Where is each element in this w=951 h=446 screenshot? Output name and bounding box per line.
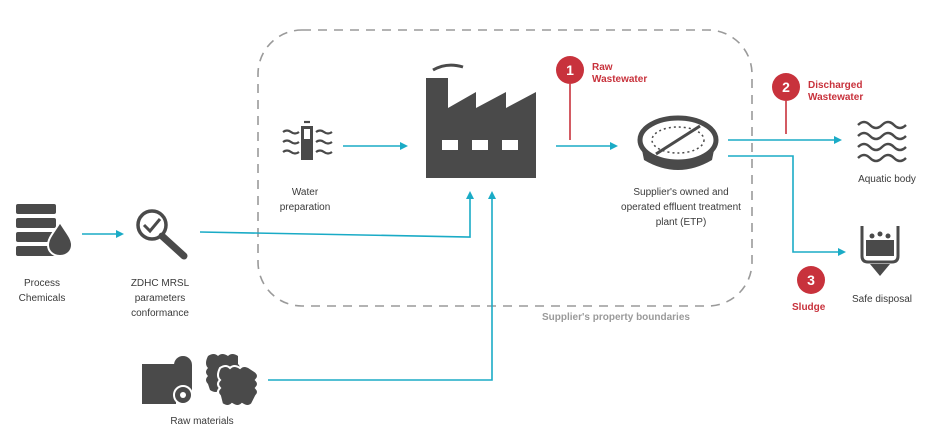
fabric-swatch-icon [206,354,259,407]
zdhc-label: ZDHC MRSL parameters conformance [130,278,190,319]
boundary-label: Supplier's property boundaries [542,312,690,323]
waves-icon [857,120,907,163]
water-filter-icon [282,120,333,160]
etp-label: Supplier's owned and operated effluent t… [621,187,741,228]
stage-3-label: Sludge [792,302,826,313]
aquatic-body-label: Aquatic body [858,174,916,185]
arrow-raw-materials-to-factory [268,191,496,381]
stage-3-badge: 3 [797,266,825,294]
safe-disposal-label: Safe disposal [851,294,913,305]
stage-1-label: Raw Wastewater [592,62,648,85]
barrel-icon [16,204,74,258]
arrow-etp-to-disposal [728,155,846,256]
stage-2-label: Discharged Wastewater [808,80,864,103]
flow-arrows [82,136,846,381]
arrow-zdhc-to-factory [199,191,474,238]
raw-materials-label: Raw materials [170,416,234,427]
property-boundary [257,29,753,307]
treatment-tank-icon [637,115,719,170]
fabric-roll-icon [142,356,193,405]
factory-icon [426,63,536,178]
process-chemicals-label: Process Chemicals [18,278,66,304]
magnifier-check-icon [136,209,188,260]
stage-1-badge: 1 [556,56,584,84]
stage-2-badge: 2 [772,73,800,101]
water-preparation-label: Water preparation [279,187,331,213]
disposal-hopper-icon [860,226,900,276]
